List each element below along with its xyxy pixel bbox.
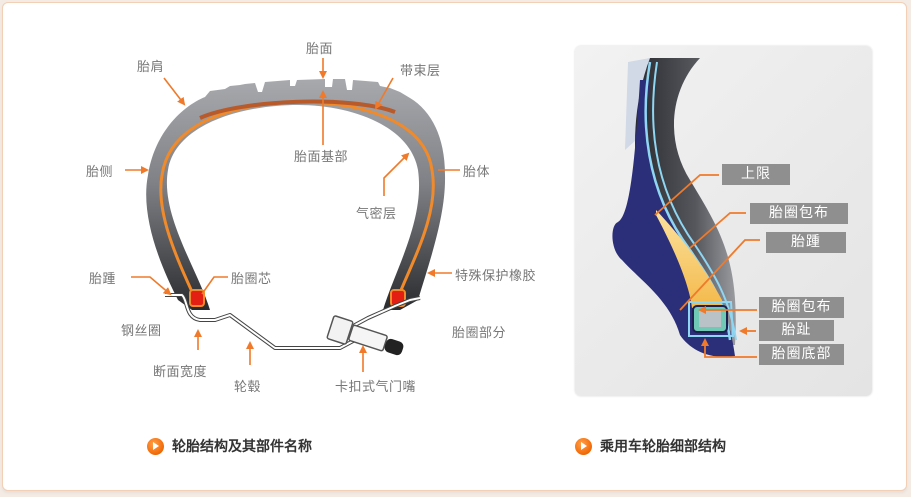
label-section-width: 断面宽度: [153, 365, 208, 380]
right-caption-text: 乘用车轮胎细部结构: [600, 439, 726, 455]
tag-upper-limit: 上限: [722, 164, 790, 185]
right-caption: 乘用车轮胎细部结构: [575, 436, 726, 456]
tag-bead-base: 胎圈底部: [759, 344, 844, 365]
label-shoulder: 胎肩: [137, 60, 165, 75]
label-chafer: 特殊保护橡胶: [455, 269, 537, 284]
left-caption-text: 轮胎结构及其部件名称: [172, 439, 312, 455]
label-inner-liner: 气密层: [356, 207, 397, 222]
label-wire-bead: 钢丝圈: [121, 324, 162, 339]
tag-bead-wrap-2: 胎圈包布: [759, 297, 844, 318]
play-bullet-icon: [147, 437, 164, 455]
label-tread-base: 胎面基部: [294, 150, 349, 165]
label-bead-filler: 胎踵: [89, 272, 117, 287]
label-rim: 轮毂: [234, 380, 262, 395]
tag-bead-wrap-1: 胎圈包布: [750, 203, 848, 224]
tag-bead-toe: 胎趾: [759, 320, 834, 341]
label-bead-core: 胎圈芯: [231, 272, 272, 287]
tire-body: [146, 79, 446, 310]
label-sidewall: 胎侧: [86, 165, 114, 180]
label-carcass: 胎体: [463, 165, 491, 180]
label-bead-section: 胎圈部分: [452, 326, 507, 341]
bead-core-left: [189, 289, 205, 307]
label-valve: 卡扣式气门嘴: [335, 380, 417, 395]
left-caption: 轮胎结构及其部件名称: [147, 436, 312, 456]
tag-bead-heel: 胎踵: [766, 232, 846, 253]
label-tread: 胎面: [306, 42, 334, 57]
valve-stem: [326, 315, 404, 356]
play-bullet-icon: [575, 437, 592, 455]
label-belt: 带束层: [400, 64, 441, 79]
tire-sidewall: [635, 58, 736, 345]
